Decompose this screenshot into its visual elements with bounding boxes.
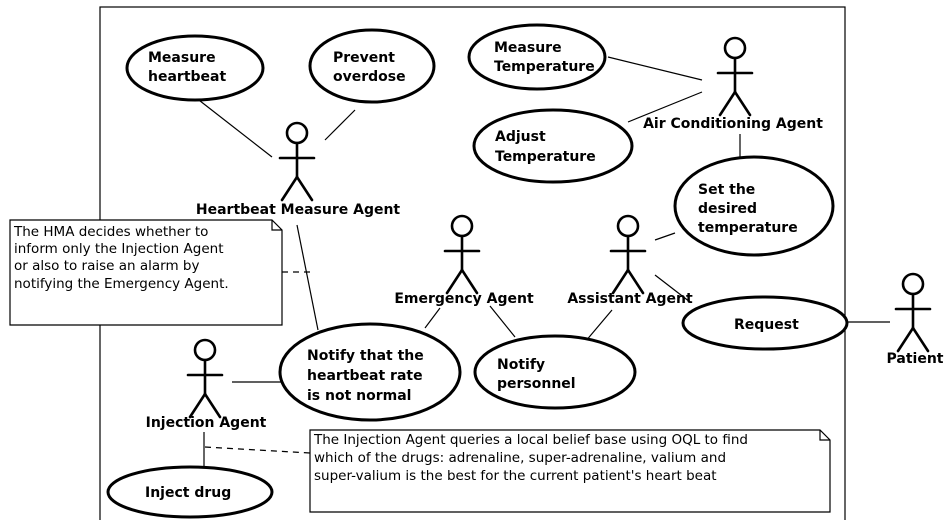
actor-figure-icon [609,214,647,295]
use-case-measure-temperature[interactable]: Measure Temperature [467,23,607,91]
use-case-label: Temperature [494,59,595,75]
use-case-label: Prevent [333,50,395,66]
note-line: or also to raise an alarm by [14,258,200,274]
use-case-label: Notify [497,357,545,373]
actor-assistant-agent[interactable]: Assistant Agent [567,214,693,307]
use-case-prevent-overdose[interactable]: Prevent overdose [308,28,436,104]
use-case-label: heartbeat rate [307,368,423,384]
use-case-adjust-temperature[interactable]: Adjust Temperature [472,108,634,184]
association-lines [194,56,890,470]
actor-figure-icon [278,121,316,202]
actor-label: Air Conditioning Agent [643,116,823,132]
use-case-label: Set the [698,182,755,198]
actor-heartbeat-measure-agent[interactable]: Heartbeat Measure Agent [196,121,401,218]
use-case-label: personnel [497,376,576,392]
use-case-label: Measure [148,50,216,66]
actor-label: Assistant Agent [567,291,693,307]
use-case-notify-heartbeat[interactable]: Notify that the heartbeat rate is not no… [278,322,462,422]
note-line: notifying the Emergency Agent. [14,276,229,292]
use-case-set-desired-temperature[interactable]: Set the desired temperature [673,155,835,257]
note-line: The HMA decides whether to [13,224,208,240]
use-case-request[interactable]: Request [681,295,849,351]
use-case-label: Request [734,317,799,333]
actor-label: Emergency Agent [394,291,534,307]
use-case-label: heartbeat [148,69,226,85]
use-case-measure-heartbeat[interactable]: Measure heartbeat [125,34,265,102]
use-case-label: overdose [333,69,406,85]
note-line: The Injection Agent queries a local beli… [313,432,748,448]
note-injection-agent: The Injection Agent queries a local beli… [309,429,831,513]
note-line: which of the drugs: adrenaline, super-ad… [314,450,726,466]
actor-air-conditioning-agent[interactable]: Air Conditioning Agent [643,36,823,132]
note-line: super-valium is the best for the current… [314,468,717,484]
use-case-label: Inject drug [145,485,231,501]
note-anchors [204,271,311,454]
use-case-label: Notify that the [307,348,424,364]
actor-emergency-agent[interactable]: Emergency Agent [394,214,534,307]
actor-injection-agent[interactable]: Injection Agent [146,338,267,431]
actor-figure-icon [716,36,754,117]
actor-figure-icon [894,272,932,353]
actor-label: Heartbeat Measure Agent [196,202,401,218]
actor-figure-icon [186,338,224,419]
note-hma-decision: The HMA decides whether to inform only t… [9,219,283,326]
use-case-inject-drug[interactable]: Inject drug [106,465,274,519]
actor-label: Injection Agent [146,415,267,431]
actor-patient[interactable]: Patient [887,272,944,367]
actor-figure-icon [443,214,481,295]
use-case-label: Adjust [495,129,546,145]
use-case-label: desired [698,201,757,217]
actor-label: Patient [887,351,944,367]
note-line: inform only the Injection Agent [14,241,224,257]
use-case-notify-personnel[interactable]: Notify personnel [473,334,637,410]
use-case-label: Measure [494,40,562,56]
use-case-label: temperature [698,220,798,236]
use-case-label: is not normal [307,388,411,404]
use-case-label: Temperature [495,149,596,165]
